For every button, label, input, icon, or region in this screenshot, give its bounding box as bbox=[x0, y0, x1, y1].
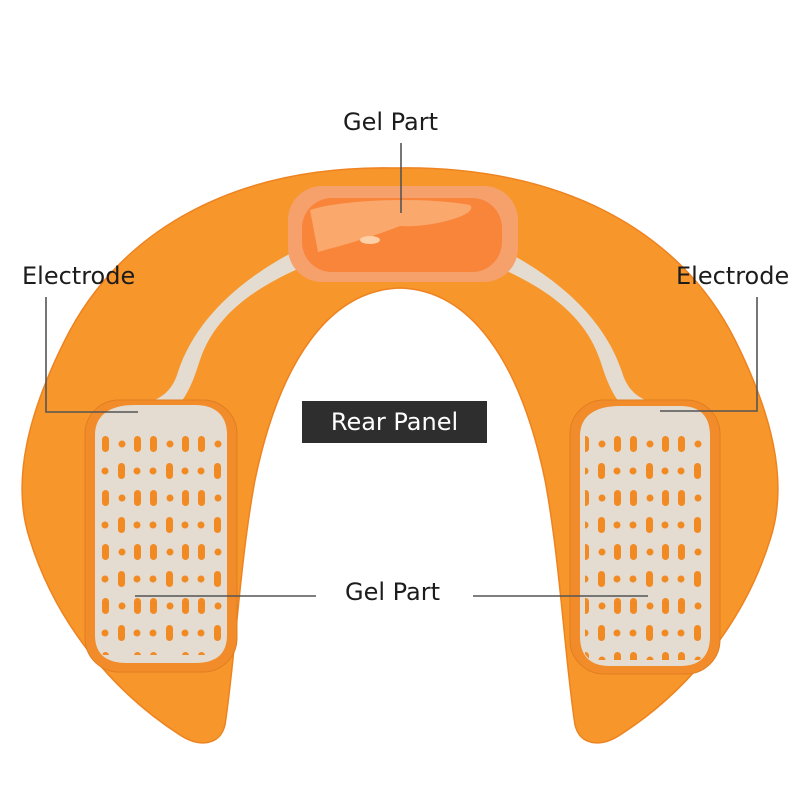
left-electrode-wire bbox=[140, 252, 300, 410]
left-electrode bbox=[84, 399, 238, 673]
label-electrode-right: Electrode bbox=[676, 262, 790, 290]
rear-panel-badge: Rear Panel bbox=[302, 401, 487, 443]
leader-lines bbox=[45, 143, 758, 597]
leader-electrode-right bbox=[660, 297, 758, 412]
label-gel-part-top: Gel Part bbox=[343, 108, 439, 136]
right-electrode bbox=[569, 399, 721, 675]
top-gel-pad bbox=[288, 186, 518, 282]
right-electrode-wire bbox=[500, 252, 660, 410]
leader-electrode-left bbox=[45, 297, 138, 413]
label-electrode-left: Electrode bbox=[22, 262, 136, 290]
label-gel-part-bottom: Gel Part bbox=[345, 578, 441, 606]
